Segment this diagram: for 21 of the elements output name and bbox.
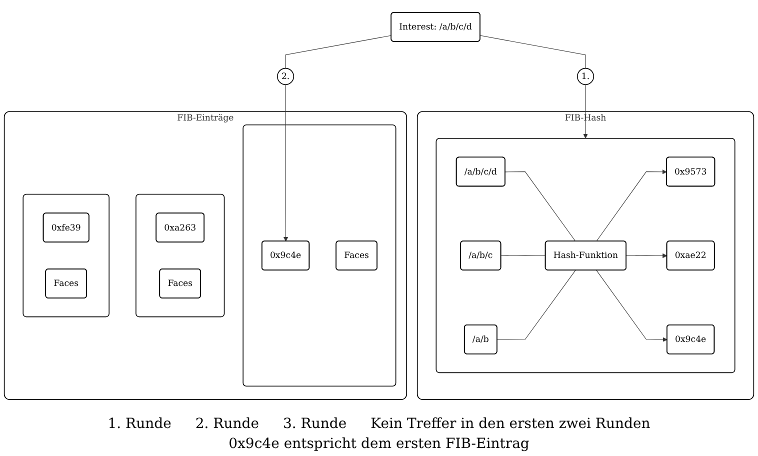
cluster [136,194,225,318]
connector [496,270,576,340]
arrow [583,84,588,139]
arrow [283,84,288,242]
connector [480,35,586,69]
note-text: 2. Runde [195,416,259,432]
node-circle: 2. [277,68,294,85]
note-text: 1. Runde [108,416,172,432]
cluster [242,124,396,387]
connector [500,255,546,256]
arrow [596,170,667,242]
arrow [596,270,668,342]
note-text: 3. Runde [283,416,347,432]
cluster [436,138,736,374]
node-circle: 1. [576,68,594,85]
connector [504,171,576,242]
arrow [626,253,668,258]
connector [285,35,392,69]
note-text: 0x9c4e entspricht dem ersten FIB-Eintrag [228,436,530,452]
cluster [22,194,110,318]
note-text: Kein Treffer in den ersten zwei Runden [370,416,650,432]
